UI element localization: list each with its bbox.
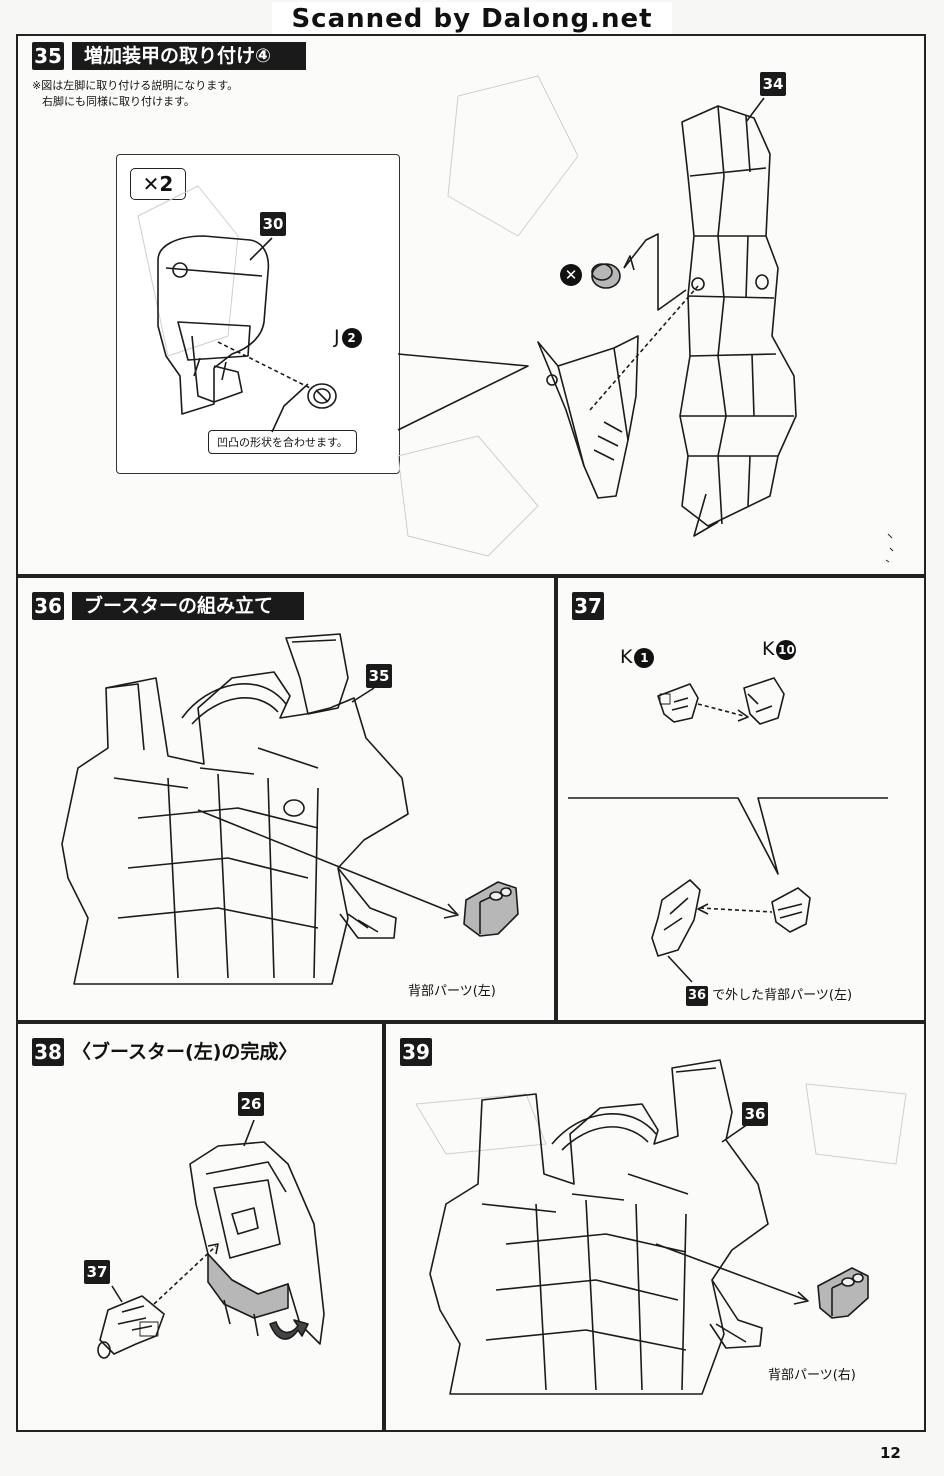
part-j2-number: 2 [341, 327, 362, 348]
step-39-panel: 39 36 背部パーツ(右) [384, 1022, 926, 1432]
step-38-panel: 38 〈ブースター(左)の完成〉 26 37 [16, 1022, 384, 1432]
step-35-panel: 35 増加装甲の取り付け④ ※図は左脚に取り付ける説明になります。 右脚にも同様… [16, 34, 926, 576]
part-tag-35: 35 [366, 664, 392, 688]
part-k1-number: 1 [634, 647, 655, 668]
step-36-panel: 36 ブースターの組み立て 35 背部パーツ(左) [16, 576, 556, 1022]
step-39-illustration [415, 1059, 907, 1395]
do-not-use-icon: ✕ [560, 264, 582, 286]
step-35-number: 35 [32, 42, 64, 70]
step-37-caption-text: で外した背部パーツ(左) [712, 988, 853, 1003]
step-35-note-line1: ※図は左脚に取り付ける説明になります。 [32, 79, 239, 92]
step-37-number: 37 [572, 592, 604, 620]
step-38-illustration [97, 1119, 325, 1359]
part-k10-number: 10 [776, 639, 797, 660]
part-k1-letter: K [620, 646, 633, 668]
step-36-caption: 背部パーツ(左) [408, 984, 496, 999]
part-k10-letter: K [762, 638, 775, 660]
step-35-note-line2: 右脚にも同様に取り付けます。 [42, 95, 195, 108]
step-37-caption: 36 で外した背部パーツ(左) [686, 984, 852, 1006]
step-39-caption: 背部パーツ(右) [768, 1368, 856, 1383]
step-36-illustration [61, 633, 519, 985]
fit-shape-callout: 凹凸の形状を合わせます。 [208, 430, 357, 454]
step-39-number: 39 [400, 1038, 432, 1066]
step-38-title: 〈ブースター(左)の完成〉 [72, 1041, 298, 1063]
part-j2-letter: J [334, 326, 340, 348]
part-tag-26: 26 [238, 1092, 264, 1116]
step-35-detail-inset [116, 154, 400, 474]
scan-watermark-banner: Scanned by Dalong.net [272, 2, 672, 36]
step-35-title: 増加装甲の取り付け④ [72, 42, 306, 70]
part-tag-37: 37 [84, 1260, 110, 1284]
page-number: 12 [880, 1444, 901, 1462]
step-37-caption-ref: 36 [686, 986, 708, 1006]
step-36-title: ブースターの組み立て [72, 592, 304, 620]
quantity-badge: ✕2 [130, 168, 186, 200]
part-tag-30: 30 [260, 212, 286, 236]
step-38-number: 38 [32, 1038, 64, 1066]
step-37-illustration [568, 677, 888, 983]
part-tag-34: 34 [760, 72, 786, 96]
part-tag-36: 36 [742, 1102, 768, 1126]
step-36-number: 36 [32, 592, 64, 620]
step-35-illustration [137, 75, 894, 563]
